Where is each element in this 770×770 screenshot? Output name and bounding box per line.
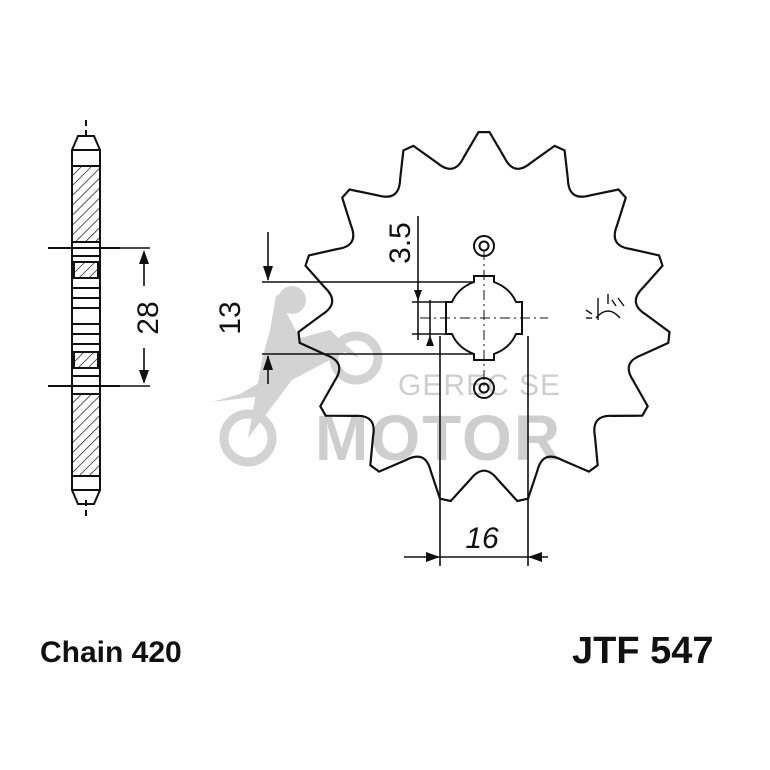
- sprocket-outline: [297, 131, 671, 503]
- watermark-line2: MOTOR: [315, 402, 562, 474]
- bolt-hole-top: [473, 235, 495, 257]
- dimension-keyway: [412, 216, 446, 346]
- sprocket-side-view: [48, 120, 120, 520]
- side-hatch-bottom: [71, 393, 101, 477]
- dimension-hub-offset-label: 16: [465, 522, 499, 555]
- bolt-hole-bottom: [473, 377, 495, 399]
- dimension-bolt-circle: [100, 247, 150, 387]
- part-number-label: JTF 547: [572, 630, 714, 672]
- sprocket-front-view: [297, 131, 671, 503]
- side-hatch-top: [71, 165, 101, 243]
- splined-bore: [445, 275, 523, 361]
- chain-size-label: Chain 420: [40, 636, 182, 669]
- surface-finish-symbol: [585, 294, 625, 320]
- dimension-bolt-circle-label: 28: [132, 301, 165, 334]
- dimension-hub-offset: [404, 336, 548, 566]
- motocross-rider-logo: [212, 286, 383, 467]
- dimension-spline-width: [262, 232, 474, 384]
- dimension-spline-width-label: 13: [214, 301, 247, 334]
- watermark: GEREC SE MOTOR: [212, 286, 562, 474]
- dimension-keyway-label: 3.5: [384, 222, 417, 264]
